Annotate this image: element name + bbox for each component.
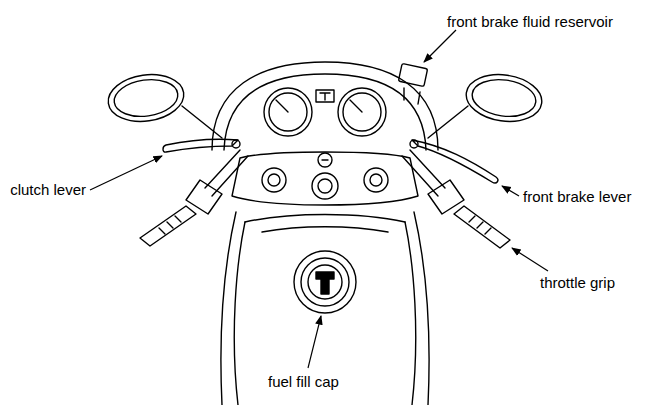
left-grip — [140, 206, 196, 246]
part-label: front brake lever — [523, 188, 631, 206]
switch-housing — [186, 180, 222, 214]
brake-reservoir — [398, 63, 427, 86]
tank-outline — [234, 222, 245, 405]
part-label: clutch lever — [10, 181, 86, 199]
clutch-lever — [163, 139, 238, 152]
frame-line — [414, 212, 429, 405]
fairing — [224, 74, 426, 150]
handlebar — [205, 150, 240, 188]
grip-pattern — [159, 216, 181, 234]
throttle-grip — [454, 206, 510, 248]
fork-cap — [370, 174, 382, 186]
frame-line — [221, 212, 236, 405]
part-label: throttle grip — [540, 274, 615, 292]
steering-stem-nut — [312, 173, 338, 199]
tank-edge — [262, 227, 388, 232]
fork-cap — [262, 168, 286, 192]
line-art — [105, 62, 545, 405]
steering-stem-nut — [318, 179, 332, 193]
speedometer — [264, 88, 312, 136]
part-label: front brake fluid reservoir — [447, 13, 613, 31]
tank-outline — [405, 222, 416, 405]
leader-line — [512, 248, 548, 271]
leader-line — [424, 30, 456, 62]
tachometer — [343, 93, 381, 131]
leader-line — [308, 316, 321, 368]
lever-pivot — [232, 140, 240, 148]
tachometer — [338, 88, 386, 136]
switch-housing — [428, 180, 464, 214]
right-mirror — [463, 70, 545, 126]
fork-cap — [364, 168, 388, 192]
part-label: fuel fill cap — [268, 373, 339, 391]
gauge-needle — [276, 100, 288, 112]
indicator-panel — [316, 90, 334, 102]
brake-lever — [412, 140, 498, 183]
speedometer — [269, 93, 307, 131]
lever-pivot — [410, 140, 418, 148]
left-mirror — [112, 76, 180, 121]
handlebar — [402, 156, 438, 196]
mirror-stem — [182, 106, 222, 138]
gauge-needle — [350, 100, 362, 112]
tank-outline — [245, 215, 405, 223]
top-bridge — [232, 152, 418, 205]
handlebar — [212, 156, 248, 196]
fuel-cap — [301, 258, 349, 306]
key-slot — [322, 159, 328, 160]
fuel-cap-lock — [316, 272, 334, 294]
leader-line — [90, 156, 162, 190]
fuel-cap — [294, 251, 356, 313]
leader-lines — [90, 30, 548, 368]
reservoir-mount — [404, 88, 420, 104]
indicator-symbol — [320, 93, 330, 100]
right-mirror — [470, 76, 538, 121]
fork-cap — [268, 174, 280, 186]
ignition-switch — [318, 153, 332, 167]
left-mirror — [105, 70, 187, 126]
mirror-stem — [428, 106, 468, 138]
leader-line — [502, 186, 519, 196]
fuel-cap — [308, 265, 342, 299]
fairing — [212, 62, 438, 150]
grip-pattern — [469, 216, 491, 234]
handlebar — [410, 150, 445, 188]
